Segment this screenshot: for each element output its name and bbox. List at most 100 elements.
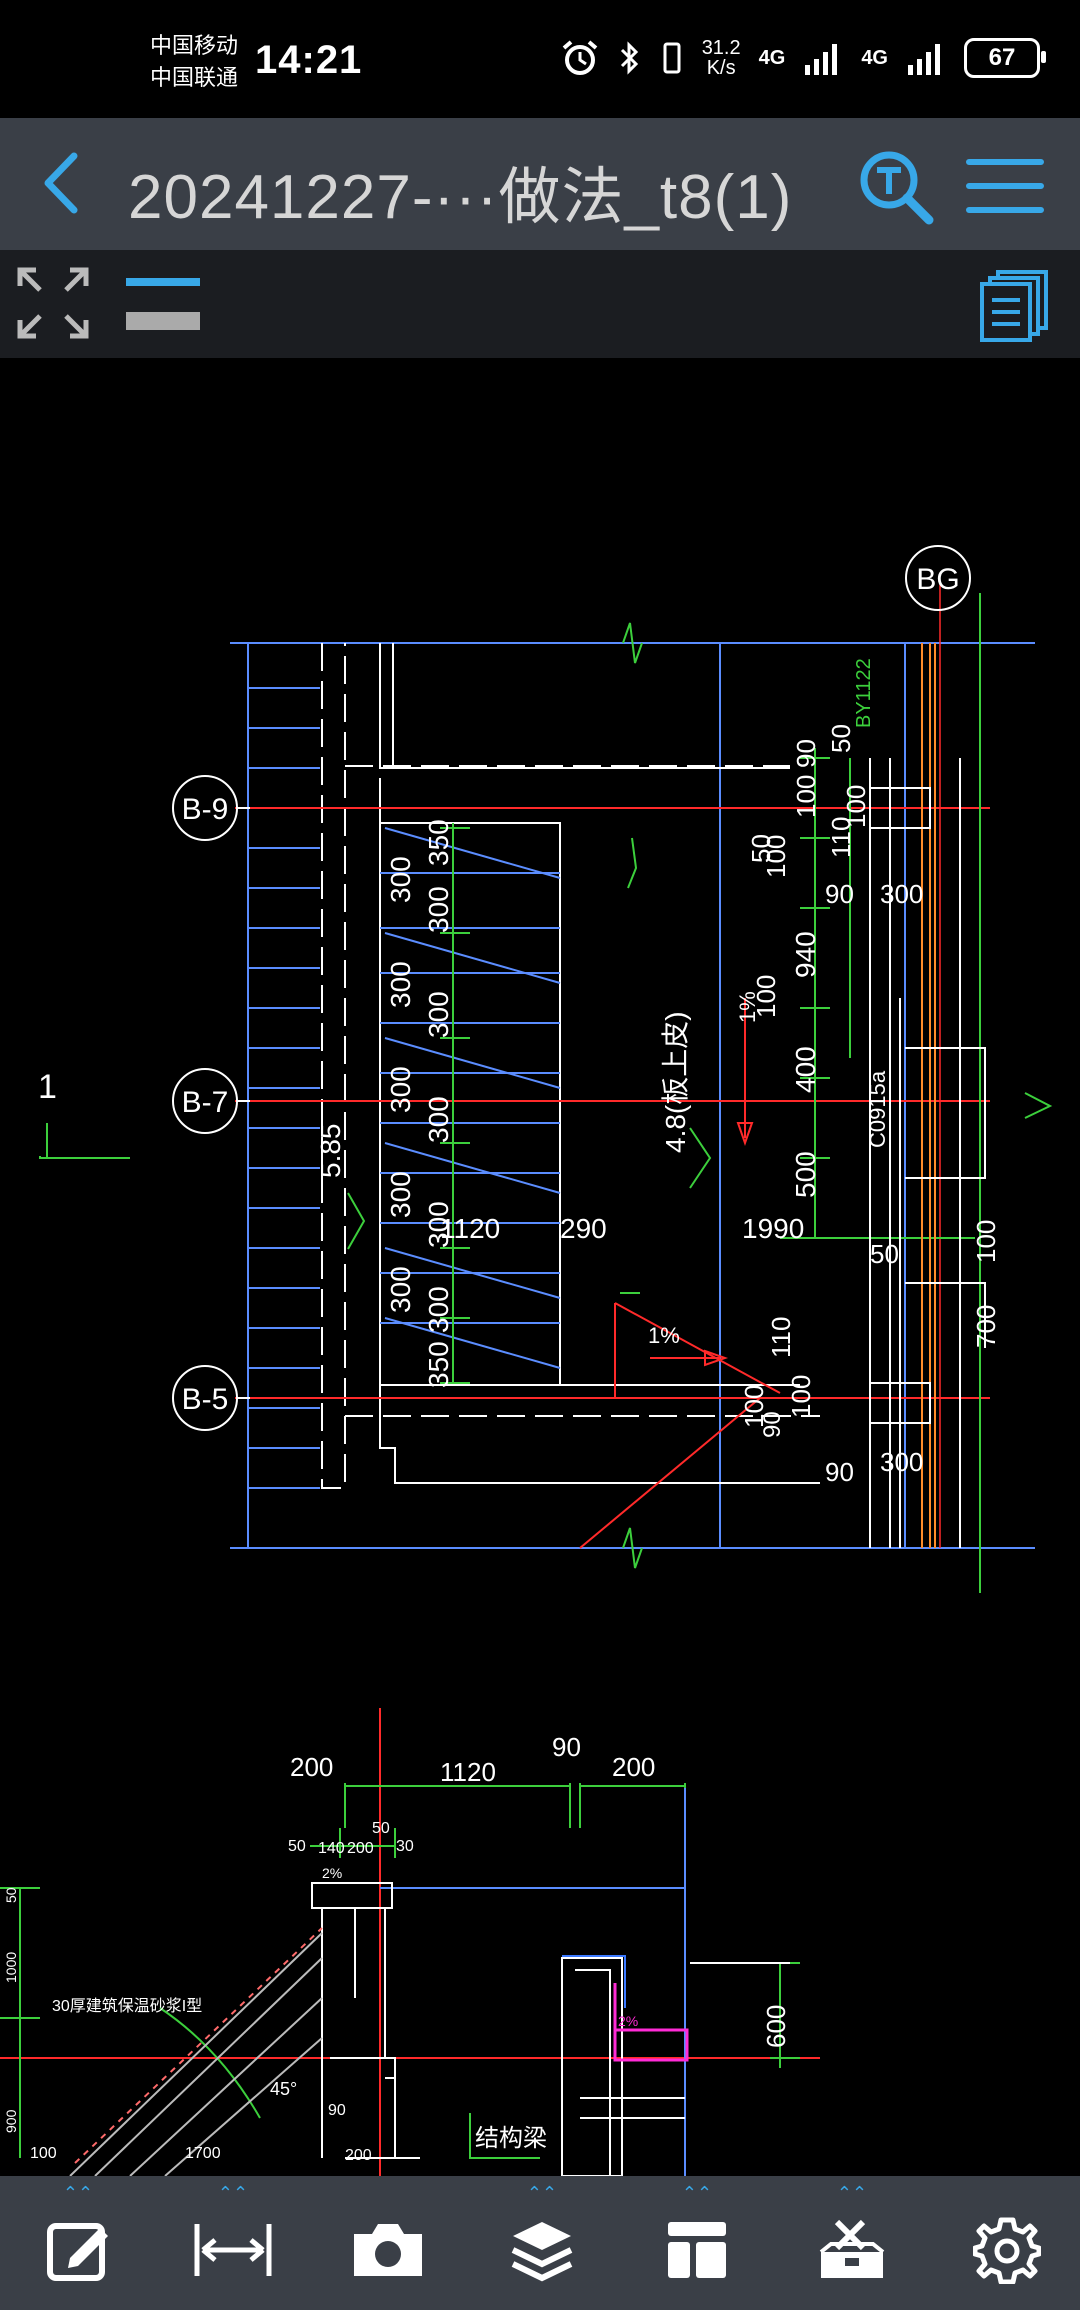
vibrate-icon <box>663 42 681 74</box>
plan-labels: BG B-9 B-7 B-5 1 BY1122 4.8(板上皮) C0915a … <box>38 563 1001 1487</box>
network-type-1: 4G <box>758 46 786 69</box>
dim-90-d: 90 <box>825 1457 854 1487</box>
sec-dim-1120: 1120 <box>440 1757 496 1787</box>
edit-tool-button[interactable]: ⌃⌃ <box>8 2176 148 2310</box>
sec-dim-200-d: 200 <box>345 2147 372 2164</box>
sec-dim-90-b: 90 <box>328 2102 346 2119</box>
plan-view <box>39 545 1053 1593</box>
expand-icon <box>17 267 89 339</box>
toolbox-tool-button[interactable]: ⌃⌃ <box>782 2176 922 2310</box>
screenshot-tool-button[interactable] <box>318 2176 458 2310</box>
dim-300-d: 300 <box>423 1201 454 1248</box>
text-search-button[interactable] <box>855 146 935 226</box>
sec-dim-30: 30 <box>396 1838 414 1855</box>
carrier-1: 中国移动 <box>150 33 239 58</box>
dim-300-g: 300 <box>385 961 416 1008</box>
stair-id-label: BY1122 <box>853 658 875 728</box>
measure-icon <box>194 2224 272 2276</box>
insulation-layer <box>613 2028 689 2062</box>
cad-drawing-canvas[interactable]: BG B-9 B-7 B-5 1 BY1122 4.8(板上皮) C0915a … <box>0 358 1080 2176</box>
layouts-button[interactable] <box>980 270 1050 342</box>
dim-50-c: 50 <box>870 1239 899 1269</box>
dim-300-e: 300 <box>423 1286 454 1333</box>
stair-wall <box>321 643 346 1489</box>
wall-section <box>921 643 936 1548</box>
thin-line-icon <box>126 278 200 286</box>
signal-icon-2 <box>908 44 940 75</box>
dim-1990: 1990 <box>742 1213 804 1244</box>
layers-tool-button[interactable]: ⌃⌃ <box>472 2176 612 2310</box>
grid-axes <box>235 583 990 1549</box>
battery-indicator: 67 <box>964 38 1046 78</box>
bottom-toolbar: ⌃⌃ ⌃⌃ ⌃⌃ ⌃⌃ ⌃⌃ <box>0 2176 1080 2310</box>
carrier-2: 中国联通 <box>150 65 239 90</box>
status-bar: 中国移动 中国联通 14:21 31.2 K/s 4G 4G 67 <box>0 0 1080 118</box>
back-button[interactable] <box>30 148 100 218</box>
dim-100-b: 100 <box>841 785 871 828</box>
dim-100-c: 100 <box>761 835 791 878</box>
dim-300-l: 300 <box>880 1447 923 1477</box>
dim-90-c: 90 <box>759 1411 786 1438</box>
beam-note: 结构梁 <box>475 2125 547 2152</box>
grid-label-bg: BG <box>916 563 959 596</box>
thick-line-icon <box>126 312 200 330</box>
network-type-2: 4G <box>861 46 888 69</box>
pages-icon <box>980 270 1048 342</box>
section-labels: 200 1120 90 200 50 50 140 200 30 2% 50 1… <box>3 1732 791 2164</box>
toolbox-icon <box>819 2219 885 2278</box>
dim-1120: 1120 <box>440 1213 500 1244</box>
sec-dim-50-a: 50 <box>372 1820 390 1837</box>
line-weight-toggle[interactable] <box>124 274 202 334</box>
stair-steps <box>248 687 320 1489</box>
sec-slope-2: 2% <box>322 1865 342 1881</box>
dim-300-a: 300 <box>423 886 454 933</box>
dim-90-a: 90 <box>791 739 821 768</box>
dim-585: 5.85 <box>315 1124 346 1179</box>
sec-angle-45: 45° <box>270 2079 297 2099</box>
clock: 14:21 <box>255 38 363 82</box>
measure-tool-button[interactable]: ⌃⌃ <box>163 2176 303 2310</box>
grid-label-b5: B-5 <box>182 1383 229 1416</box>
alarm-icon <box>562 40 597 75</box>
dim-500: 500 <box>790 1151 821 1198</box>
text-search-icon <box>860 151 934 225</box>
dim-300-f: 300 <box>385 856 416 903</box>
sec-dim-600: 600 <box>761 2005 791 2048</box>
dim-100-e: 100 <box>971 1220 1001 1263</box>
grid-label-b7: B-7 <box>182 1086 229 1119</box>
status-icons: 31.2 K/s 4G 4G 67 <box>560 37 1046 79</box>
dimension-lines <box>39 593 1053 1593</box>
sec-dim-100: 100 <box>30 2145 57 2162</box>
carrier-info: 中国移动 中国联通 <box>150 30 238 94</box>
dim-350-top: 350 <box>423 819 454 866</box>
network-speed-unit: K/s <box>706 57 736 79</box>
sec-slope-2b: 2% <box>618 2013 638 2029</box>
plan-frame <box>230 642 1035 1549</box>
sec-dim-1000: 1000 <box>3 1952 19 1983</box>
menu-button[interactable] <box>965 156 1045 216</box>
layout-tool-button[interactable]: ⌃⌃ <box>627 2176 767 2310</box>
dim-50-a: 50 <box>826 724 856 753</box>
sec-dim-90: 90 <box>552 1732 581 1762</box>
edit-icon <box>47 2223 108 2281</box>
dim-700: 700 <box>971 1305 1001 1348</box>
expand-up-icon: ⌃⌃ <box>217 2183 249 2203</box>
menu-icon <box>966 159 1044 213</box>
network-speed-value: 31.2 <box>701 37 741 59</box>
dim-300-j: 300 <box>385 1266 416 1313</box>
settings-tool-button[interactable] <box>937 2176 1077 2310</box>
sec-dim-200-a: 200 <box>290 1752 333 1782</box>
dim-100-d: 100 <box>751 975 781 1018</box>
section-view <box>0 1708 820 2176</box>
slope-label-1: 1% <box>648 1323 680 1348</box>
sec-dim-1700: 1700 <box>185 2145 221 2162</box>
dim-100-a: 100 <box>791 775 821 818</box>
signal-icon <box>805 44 838 75</box>
sec-dim-200-b: 200 <box>612 1752 655 1782</box>
bluetooth-icon <box>620 41 638 75</box>
slope-label-2: 1% <box>735 991 760 1023</box>
document-title: 20241227-···做法_t8(1) <box>128 163 793 232</box>
fullscreen-button[interactable] <box>16 266 90 340</box>
sec-dim-50-b: 50 <box>288 1838 306 1855</box>
dim-100-g: 100 <box>739 1385 769 1428</box>
